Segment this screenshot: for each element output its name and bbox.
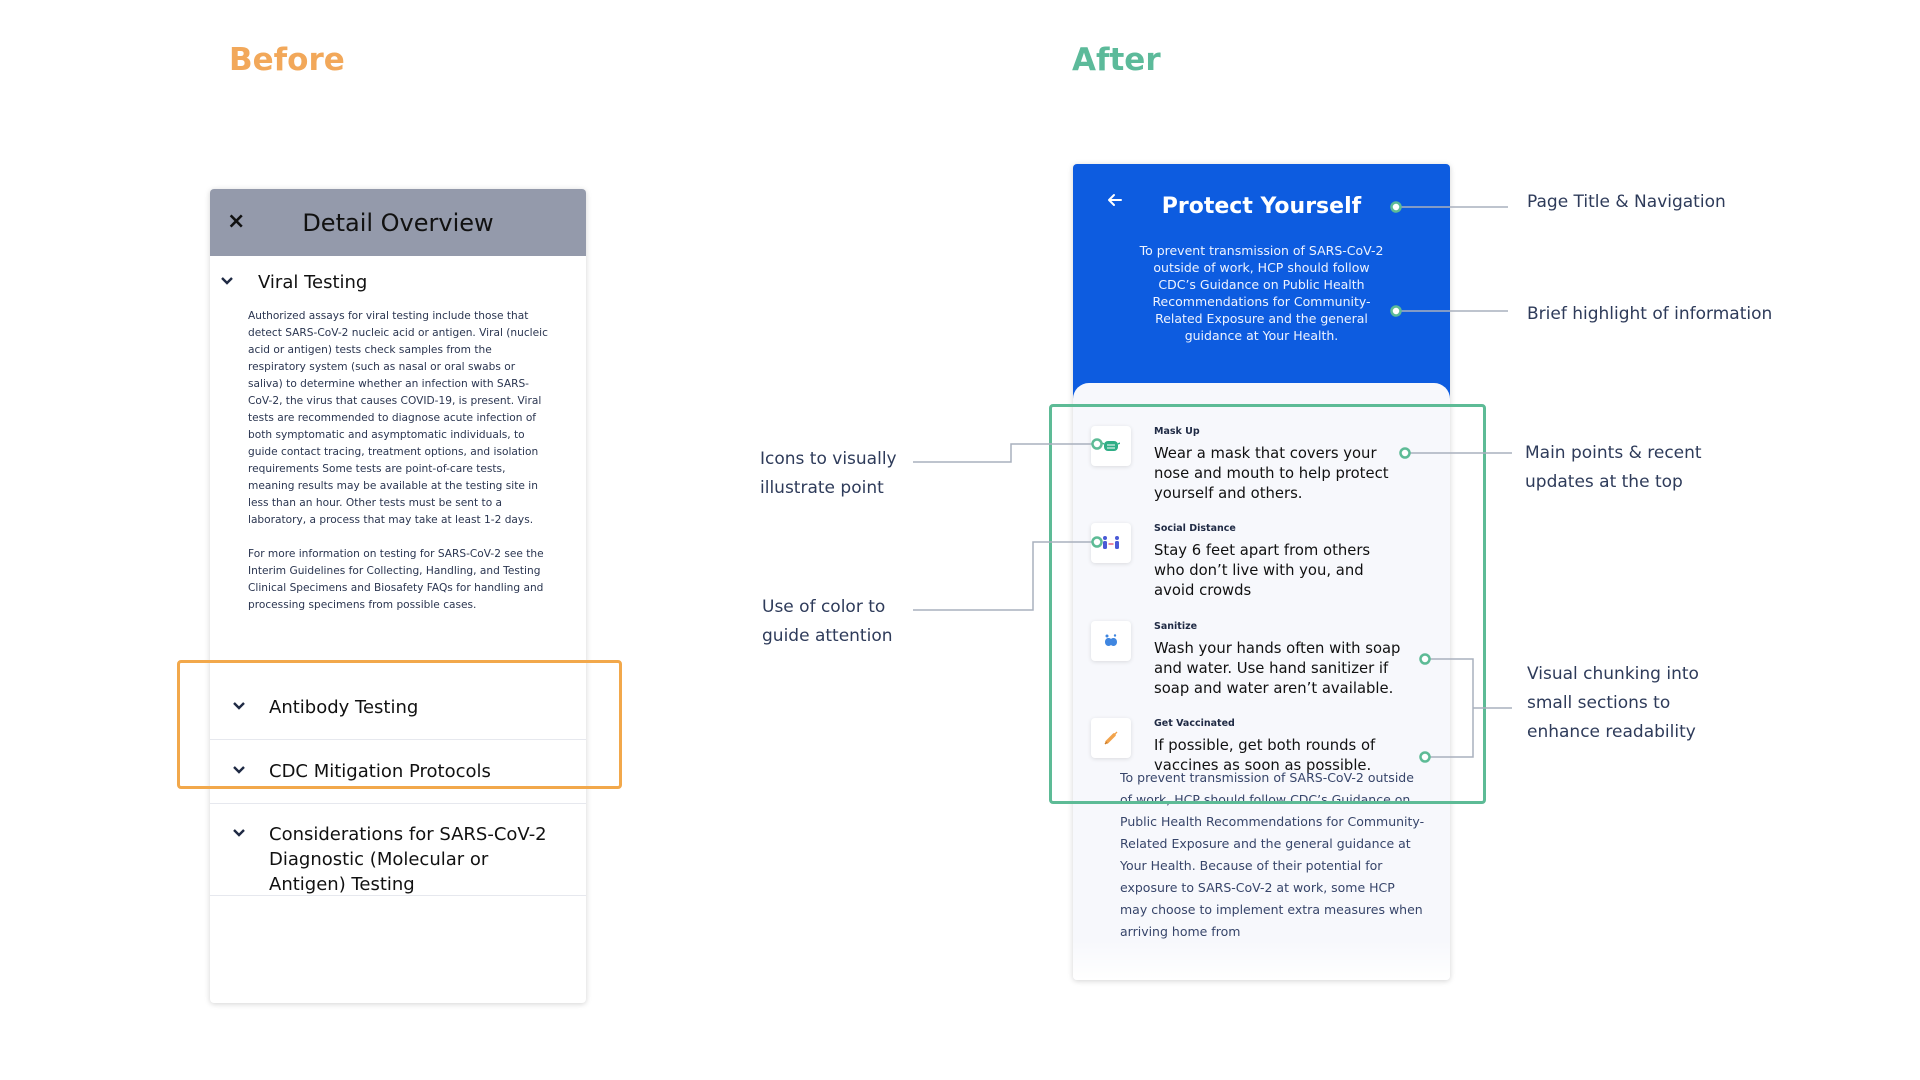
tip-label: Mask Up — [1154, 426, 1200, 437]
chevron-down-icon — [220, 276, 234, 286]
marker-dot — [1091, 536, 1103, 548]
page-title: Detail Overview — [302, 208, 494, 237]
annotation-title-nav: Page Title & Navigation — [1527, 192, 1726, 212]
chevron-down-icon — [232, 828, 246, 838]
annotation-color: Use of color to guide attention — [762, 597, 893, 646]
chevron-down-icon — [232, 765, 246, 775]
close-icon[interactable]: × — [227, 209, 246, 234]
tip-label: Get Vaccinated — [1154, 718, 1235, 729]
connector-icons — [913, 443, 1093, 463]
accordion-viral-testing[interactable]: Viral Testing — [210, 256, 586, 308]
accordion-antibody-testing[interactable]: Antibody Testing — [210, 677, 586, 740]
tip-text: Wear a mask that covers your nose and mo… — [1154, 445, 1389, 502]
after-heading: After — [1072, 42, 1161, 78]
people-distance-icon — [1091, 523, 1131, 563]
annotation-chunking: Visual chunking into small sections to e… — [1527, 664, 1699, 742]
syringe-icon — [1091, 718, 1131, 758]
page-subtitle: To prevent transmission of SARS-CoV-2 ou… — [1139, 243, 1384, 343]
accordion-label: Antibody Testing — [269, 697, 419, 718]
connector-color — [913, 541, 1093, 611]
after-detail-card: Protect Yourself To prevent transmission… — [1073, 164, 1450, 980]
body-paragraph: To prevent transmission of SARS-CoV-2 ou… — [1120, 770, 1425, 939]
annotation-icons: Icons to visually illustrate point — [760, 449, 897, 498]
connector-chunking — [1425, 658, 1512, 758]
marker-dot — [1390, 305, 1402, 317]
hand-wash-icon — [1091, 621, 1131, 661]
accordion-considerations[interactable]: Considerations for SARS-CoV-2 Diagnostic… — [210, 804, 586, 896]
accordion-label: CDC Mitigation Protocols — [269, 761, 491, 782]
before-heading: Before — [229, 42, 345, 78]
before-detail-card: × Detail Overview Viral Testing Authoriz… — [210, 189, 586, 1003]
accordion-label: Considerations for SARS-CoV-2 Diagnostic… — [269, 824, 547, 895]
accordion-label: Viral Testing — [258, 272, 368, 293]
accordion-cdc-mitigation[interactable]: CDC Mitigation Protocols — [210, 741, 586, 804]
highlight-box-before — [177, 660, 622, 789]
annotation-main-points: Main points & recent updates at the top — [1525, 443, 1702, 492]
marker-dot — [1390, 201, 1402, 213]
marker-dot — [1399, 447, 1411, 459]
marker-dot — [1091, 438, 1103, 450]
fade-overlay — [1073, 940, 1450, 980]
page-title: Protect Yourself — [1161, 194, 1362, 219]
before-header: × Detail Overview — [210, 189, 586, 256]
tip-label: Sanitize — [1154, 621, 1198, 632]
tip-text: Wash your hands often with soap and wate… — [1154, 640, 1401, 697]
highlight-box-after — [1049, 404, 1486, 804]
after-header: Protect Yourself To prevent transmission… — [1073, 164, 1450, 404]
tip-text: If possible, get both rounds of vaccines… — [1154, 737, 1376, 774]
viral-testing-content: Authorized assays for viral testing incl… — [210, 308, 586, 614]
tip-label: Social Distance — [1154, 523, 1236, 534]
viral-paragraph: For more information on testing for SARS… — [248, 548, 544, 611]
viral-paragraph: Authorized assays for viral testing incl… — [248, 310, 548, 526]
after-body: Mask Up Wear a mask that covers your nos… — [1073, 383, 1450, 980]
chevron-down-icon — [232, 701, 246, 711]
tip-text: Stay 6 feet apart from others who don’t … — [1154, 542, 1371, 599]
marker-dot — [1419, 751, 1431, 763]
marker-dot — [1419, 653, 1431, 665]
annotation-brief: Brief highlight of information — [1527, 304, 1773, 324]
back-arrow-icon[interactable] — [1107, 192, 1123, 212]
